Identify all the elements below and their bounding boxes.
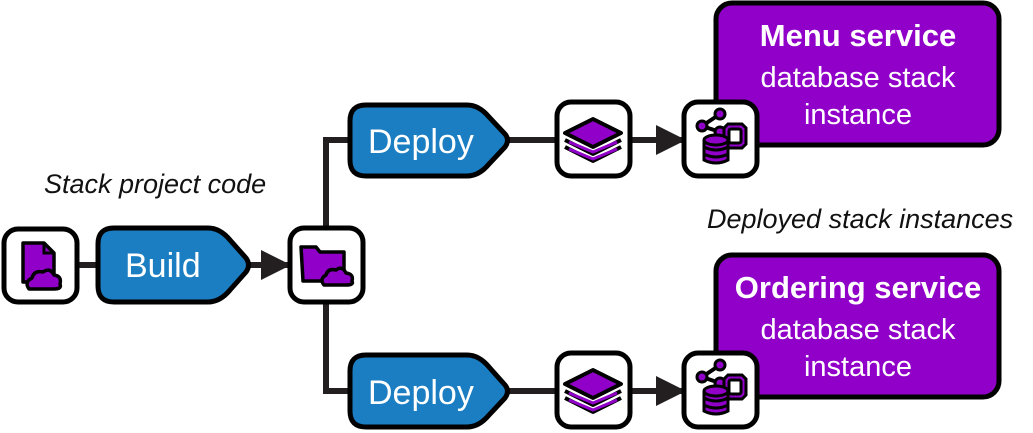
source-code-node[interactable]	[1, 226, 80, 305]
artifact-node[interactable]	[287, 225, 366, 305]
service-title-ordering: Ordering service	[735, 270, 981, 305]
deploy-step-top[interactable]: Deploy	[347, 102, 510, 179]
caption-deployed-stack-instances: Deployed stack instances	[707, 204, 1013, 234]
stack-node-bottom[interactable]	[554, 350, 633, 430]
instance-node-top[interactable]	[681, 99, 760, 179]
service-subtitle-menu-line2: instance	[804, 99, 912, 131]
connectors	[78, 125, 686, 406]
service-subtitle-menu-line1: database stack	[760, 62, 956, 94]
deploy-bottom-label: Deploy	[368, 374, 474, 412]
folder-cloud-icon	[299, 245, 355, 287]
service-box-menu[interactable]: Menu service database stack instance	[713, 0, 1002, 148]
service-box-ordering[interactable]: Ordering service database stack instance	[713, 252, 1002, 400]
deploy-top-label: Deploy	[368, 123, 474, 161]
service-title-menu: Menu service	[760, 18, 956, 53]
connector-artifact-deploy-bottom	[323, 302, 352, 394]
stack-node-top[interactable]	[554, 99, 633, 179]
instance-node-bottom[interactable]	[681, 350, 760, 430]
deploy-step-bottom[interactable]: Deploy	[347, 352, 510, 430]
service-subtitle-ordering-line1: database stack	[760, 314, 956, 346]
build-step[interactable]: Build	[95, 225, 251, 305]
service-subtitle-ordering-line2: instance	[804, 351, 912, 383]
connector-artifact-deploy-top	[323, 137, 352, 228]
code-file-cloud-icon	[21, 241, 63, 291]
caption-stack-project-code: Stack project code	[44, 169, 266, 199]
build-label: Build	[125, 247, 201, 285]
